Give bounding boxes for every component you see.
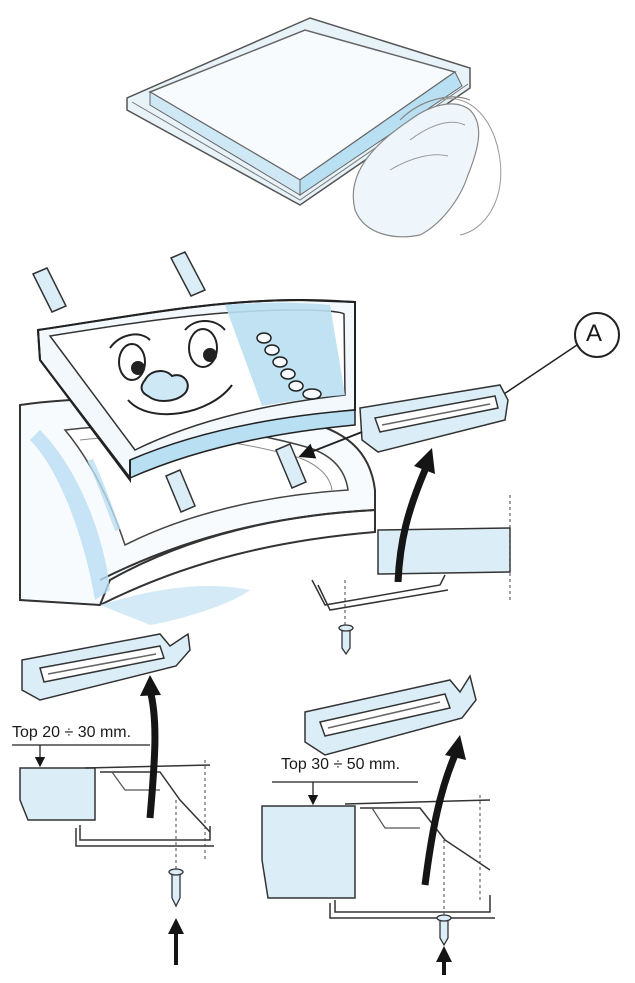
cartoon-face [109, 320, 233, 416]
arrow-up-icon [414, 448, 435, 474]
mounting-detail-upper [311, 448, 511, 656]
arrow-up-icon [436, 946, 452, 962]
arrow-up-icon [140, 675, 161, 696]
arrow-up-icon [445, 735, 466, 760]
fixing-thin-worktop [12, 632, 214, 965]
label-top-20-30: Top 20 ÷ 30 mm. [12, 724, 132, 741]
screw-icon [168, 868, 184, 908]
label-top-30-50: Top 30 ÷ 50 mm. [281, 756, 401, 773]
fixing-thick-worktop [261, 674, 495, 975]
hands-icon [352, 96, 502, 238]
callout-a-label: A [586, 320, 603, 347]
callout-a [497, 312, 620, 399]
hob-and-worktop [19, 251, 376, 625]
bracket-icon [31, 251, 307, 513]
screw-icon [436, 914, 452, 947]
arrow-up-icon [168, 918, 184, 934]
bracket-icon [304, 674, 477, 756]
bracket-icon [21, 632, 191, 701]
screw-icon [338, 624, 354, 656]
bracket-a [298, 384, 509, 459]
hob-seal-illustration [126, 17, 502, 238]
control-knobs [256, 332, 322, 400]
